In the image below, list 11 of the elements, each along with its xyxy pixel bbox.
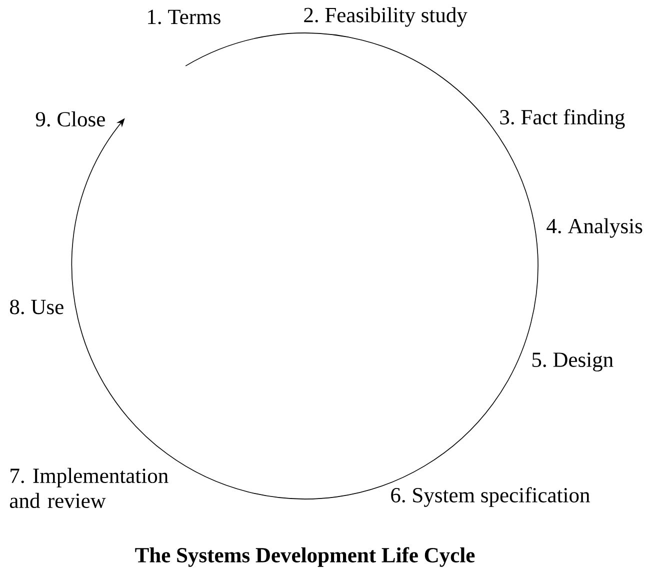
stage-label: 9. Close <box>36 111 105 127</box>
caption: The Systems Development Life Cycle <box>135 547 475 567</box>
stage-label: 4. Analysis <box>546 218 642 238</box>
stage-label: 6. System specification <box>391 487 590 507</box>
stage-label: 3. Fact finding <box>500 109 625 129</box>
stage-label: 1. Terms <box>148 10 220 24</box>
stage-label: 7. Implementation and review <box>10 468 168 508</box>
stage-label: 5. Design <box>532 352 614 372</box>
stage-label: 2. Feasibility study <box>304 7 468 27</box>
stage-label: 8. Use <box>10 300 64 314</box>
cycle-arrow <box>71 32 538 500</box>
